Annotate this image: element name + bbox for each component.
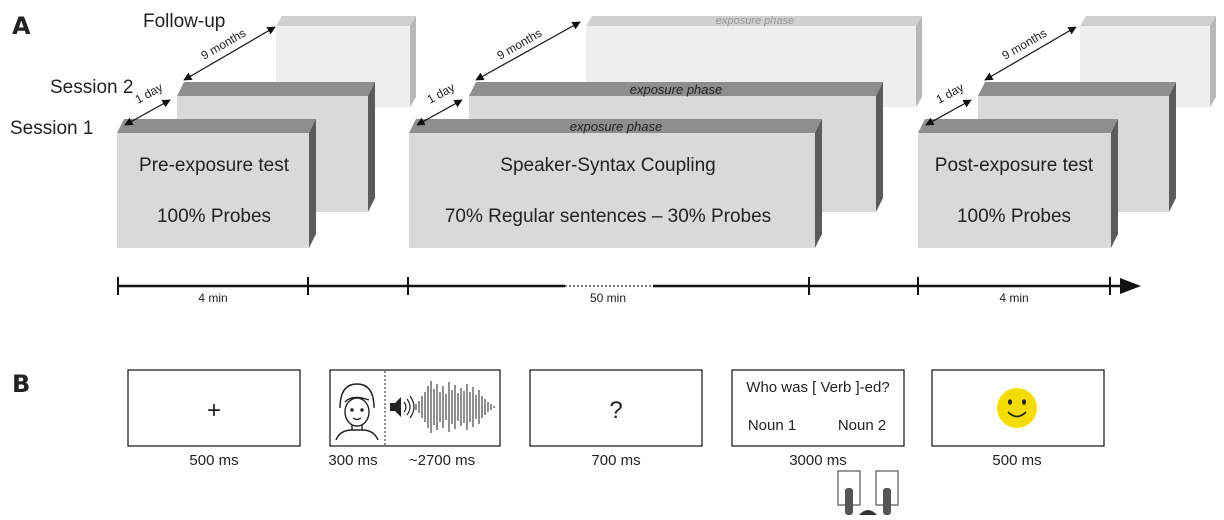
question-mark: ? (609, 397, 622, 424)
audio-duration: ~2700 ms (409, 452, 475, 469)
exposure-block: exposure phase Speaker-Syntax Coupling 7… (409, 119, 822, 248)
svg-text:1 day: 1 day (934, 80, 966, 106)
response-buttons-icon (837, 470, 899, 515)
svg-text:1 day: 1 day (133, 80, 165, 106)
response-option-1: Noun 1 (748, 417, 796, 434)
fixation-duration: 500 ms (189, 452, 238, 469)
speaker-volume-icon (390, 395, 415, 419)
response-option-2: Noun 2 (838, 417, 886, 434)
session1-label: Session 1 (10, 118, 93, 139)
response-prompt: Who was [ Verb ]-ed? (746, 379, 889, 396)
exposure-title: Speaker-Syntax Coupling (500, 155, 715, 176)
interval-1day-3: 1 day (925, 80, 972, 126)
followup-label: Follow-up (143, 11, 225, 32)
fixation-cross: + (207, 397, 221, 424)
interval-1day-2: 1 day (416, 80, 463, 126)
post-exposure-title: Post-exposure test (935, 155, 1094, 176)
timeline: 4 min 50 min 4 min (117, 277, 1141, 305)
interval-9months-2: 9 months (475, 21, 581, 81)
question-duration: 700 ms (591, 452, 640, 469)
question-frame: ? 700 ms (529, 369, 703, 469)
session1-exposure-label: exposure phase (570, 119, 663, 134)
face-duration: 300 ms (328, 452, 377, 469)
waveform-icon (415, 381, 495, 433)
response-frame: Who was [ Verb ]-ed? Noun 1 Noun 2 3000 … (731, 369, 905, 469)
exposure-subtitle: 70% Regular sentences – 30% Probes (445, 206, 771, 227)
pre-exposure-block: Pre-exposure test 100% Probes (117, 119, 316, 248)
response-duration: 3000 ms (789, 452, 847, 469)
fixation-frame: + 500 ms (127, 369, 301, 469)
followup-exposure-label: exposure phase (716, 15, 794, 27)
interval-9months-1: 9 months (183, 26, 276, 81)
feedback-duration: 500 ms (992, 452, 1041, 469)
svg-text:9 months: 9 months (495, 26, 545, 63)
audio-frame: 300 ms ~2700 ms (328, 369, 501, 469)
interval-9months-3: 9 months (984, 26, 1077, 81)
session2-exposure-label: exposure phase (630, 82, 723, 97)
post-exposure-block: Post-exposure test 100% Probes (918, 119, 1118, 248)
pre-exposure-subtitle: 100% Probes (157, 206, 271, 227)
panel-b-letter: B (12, 370, 30, 398)
timeline-label-post: 4 min (999, 291, 1028, 305)
feedback-frame: 500 ms (931, 369, 1105, 469)
session2-label: Session 2 (50, 77, 133, 98)
smiley-icon (997, 388, 1037, 428)
timeline-label-exposure: 50 min (590, 291, 626, 305)
timeline-label-pre: 4 min (198, 291, 227, 305)
panel-a-letter: A (12, 12, 31, 40)
pre-exposure-title: Pre-exposure test (139, 155, 290, 176)
post-exposure-subtitle: 100% Probes (957, 206, 1071, 227)
speaker-face-icon (335, 383, 379, 441)
svg-text:1 day: 1 day (425, 80, 457, 106)
